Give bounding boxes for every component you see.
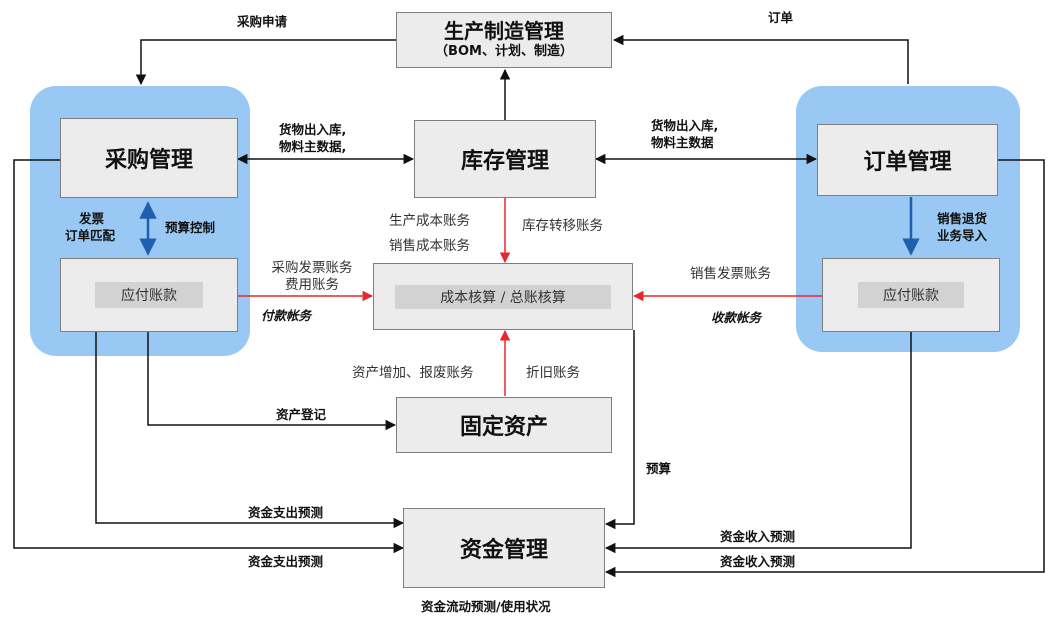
- sales-return-line1: 销售退货: [937, 211, 988, 226]
- order-to-production-arrow: [612, 34, 909, 84]
- budget-control-label: 预算控制: [165, 220, 216, 235]
- funds-management-box[interactable]: 资金管理: [403, 508, 605, 588]
- purchase-invoice-label: 采购发票账务: [271, 260, 353, 276]
- inventory-management-box[interactable]: 库存管理: [414, 120, 596, 198]
- order-management-box[interactable]: 订单管理: [817, 124, 998, 196]
- outflow-forecast-arrow-2: [13, 159, 405, 554]
- inflow-forecast-label-2: 资金收入预测: [720, 554, 796, 569]
- sales-cost-label: 销售成本账务: [389, 238, 470, 254]
- goods-in-out-left-line1: 货物出入库,: [279, 122, 347, 137]
- budget-arrow: [604, 330, 635, 530]
- inflow-forecast-arrow-2: [604, 159, 1045, 578]
- production-title: 生产制造管理: [444, 19, 564, 43]
- asset-add-label: 资产增加、报废账务: [352, 365, 474, 381]
- expense-label: 费用账务: [285, 277, 339, 293]
- outflow-forecast-arrow-1: [95, 332, 405, 529]
- payment-label: 付款帐务: [261, 308, 312, 323]
- purchase-request-arrow: [135, 39, 396, 86]
- inflow-forecast-arrow-1: [604, 332, 912, 554]
- receipt-label: 收款帐务: [711, 310, 762, 325]
- purchase-payable-label: 应付账款: [95, 282, 203, 308]
- invoice-label: 发票: [79, 211, 105, 226]
- order-match-label: 订单匹配: [65, 228, 116, 243]
- budget-label: 预算: [646, 461, 672, 476]
- fixed-assets-box[interactable]: 固定资产: [396, 397, 612, 453]
- production-management-box[interactable]: 生产制造管理 （BOM、计划、制造）: [396, 12, 612, 68]
- sales-return-line2: 业务导入: [937, 228, 988, 243]
- cashflow-status-label: 资金流动预测/使用状况: [421, 599, 551, 614]
- production-cost-label: 生产成本账务: [389, 213, 470, 229]
- sales-invoice-label: 销售发票账务: [690, 266, 771, 282]
- asset-register-arrow: [147, 332, 397, 431]
- cost-accounting-label: 成本核算 / 总账核算: [395, 284, 611, 309]
- goods-in-out-left-line2: 物料主数据,: [279, 139, 347, 154]
- order-label: 订单: [768, 10, 794, 25]
- depreciation-label: 折旧账务: [526, 365, 580, 381]
- purchase-payable-box[interactable]: 应付账款: [60, 258, 238, 332]
- purchase-request-label: 采购申请: [237, 14, 288, 29]
- outflow-forecast-label-1: 资金支出预测: [248, 505, 324, 520]
- cost-accounting-box[interactable]: 成本核算 / 总账核算: [373, 263, 633, 330]
- inflow-forecast-label-1: 资金收入预测: [720, 529, 796, 544]
- outflow-forecast-label-2: 资金支出预测: [248, 554, 324, 569]
- order-payable-label: 应付账款: [858, 282, 964, 308]
- goods-in-out-right-line2: 物料主数据: [651, 135, 714, 150]
- goods-in-out-right-line1: 货物出入库,: [651, 118, 719, 133]
- order-payable-box[interactable]: 应付账款: [822, 258, 1000, 332]
- asset-register-label: 资产登记: [276, 407, 327, 422]
- purchase-management-box[interactable]: 采购管理: [60, 118, 238, 198]
- inventory-transfer-label: 库存转移账务: [522, 218, 603, 234]
- production-subtitle: （BOM、计划、制造）: [435, 44, 573, 59]
